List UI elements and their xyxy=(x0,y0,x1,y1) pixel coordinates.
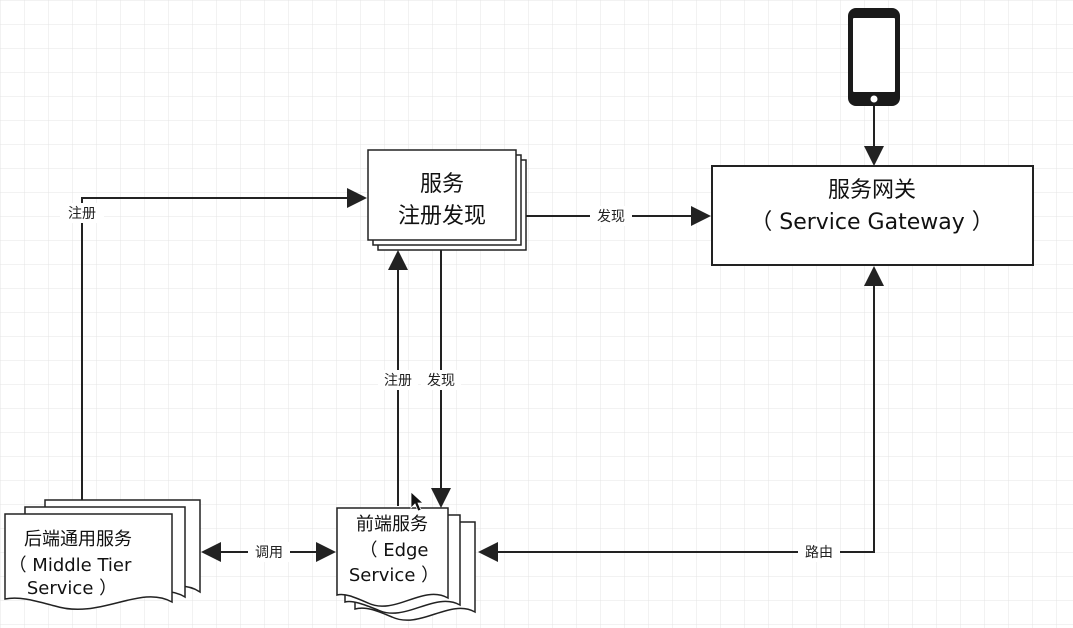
service-gateway-node[interactable]: 服务网关 （ Service Gateway ） xyxy=(711,165,1034,266)
middle-tier-line3: Service ） xyxy=(27,578,117,599)
registry-title-line1: 服务 xyxy=(420,172,464,197)
edge-line1: 前端服务 xyxy=(356,514,428,535)
middle-tier-service-node[interactable]: 后端通用服务 （ Middle Tier Service ） xyxy=(4,499,201,611)
middle-to-registry-arrow xyxy=(81,188,367,500)
edge-line2: （ Edge xyxy=(359,540,428,561)
edge-service-node[interactable]: 前端服务 （ Edge Service ） xyxy=(336,507,476,621)
service-registry-node[interactable]: 服务 注册发现 xyxy=(367,149,527,251)
middle-to-registry-label: 注册 xyxy=(68,206,96,222)
gateway-title-line2: （ Service Gateway ） xyxy=(750,210,993,235)
registry-to-edge-label: 发现 xyxy=(427,373,455,389)
smartphone-icon xyxy=(848,8,900,106)
registry-title-line2: 注册发现 xyxy=(398,204,486,229)
gateway-to-edge-arrow xyxy=(478,266,884,562)
gateway-title-line1: 服务网关 xyxy=(828,178,916,203)
middle-tier-line1: 后端通用服务 xyxy=(24,529,132,550)
middle-tier-line2: （ Middle Tier xyxy=(9,555,132,576)
gateway-to-edge-label: 路由 xyxy=(805,545,833,561)
mouse-cursor-icon xyxy=(410,491,425,512)
edge-to-registry-label: 注册 xyxy=(384,373,412,389)
middle-edge-label: 调用 xyxy=(255,545,283,561)
registry-to-gateway-label: 发现 xyxy=(597,209,625,225)
edge-line3: Service ） xyxy=(349,565,439,586)
